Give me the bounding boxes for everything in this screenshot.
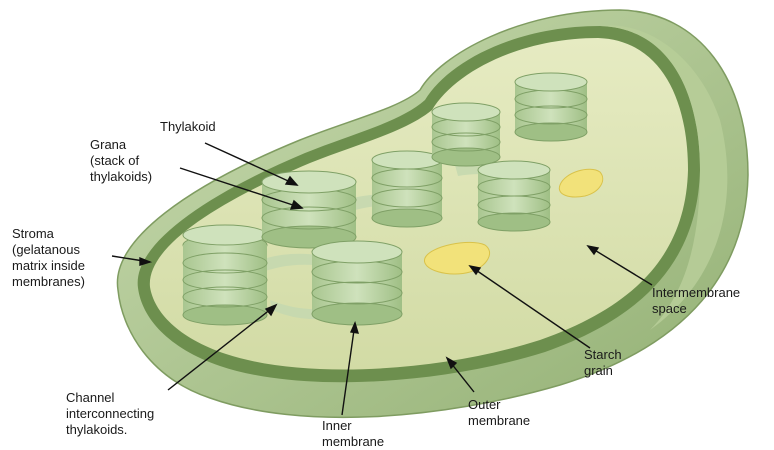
label-grana: Grana (stack of thylakoids): [90, 137, 152, 185]
label-thylakoid: Thylakoid: [160, 119, 216, 135]
granum-stack-5: [432, 103, 500, 166]
label-inner-membrane: Inner membrane: [322, 418, 384, 450]
granum-stack-3: [312, 241, 402, 325]
granum-stack-1: [183, 225, 267, 325]
granum-stack-6: [478, 161, 550, 231]
granum-stack-2: [262, 171, 356, 248]
label-starch-grain: Starch grain: [584, 347, 622, 379]
label-intermembrane-space: Intermembrane space: [652, 285, 740, 317]
label-stroma: Stroma (gelatanous matrix inside membran…: [12, 226, 85, 290]
label-channel: Channel interconnecting thylakoids.: [66, 390, 154, 438]
granum-stack-7: [515, 73, 587, 141]
granum-stack-4: [372, 151, 442, 227]
label-outer-membrane: Outer membrane: [468, 397, 530, 429]
